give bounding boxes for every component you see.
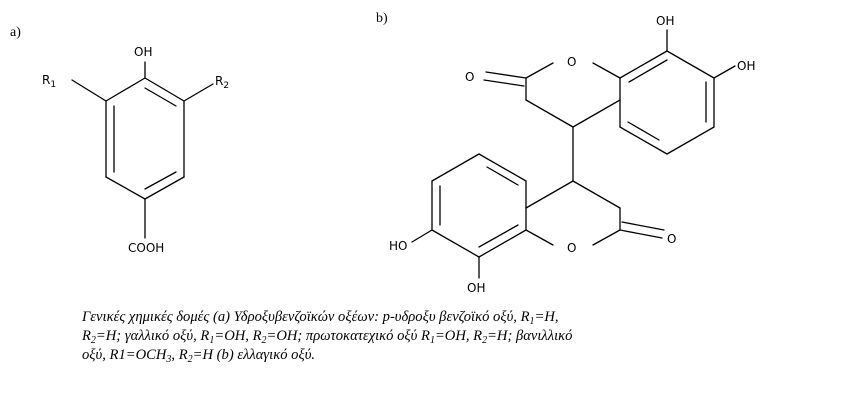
carbonyl-bond	[619, 229, 663, 239]
atom-o-carbonyl-top: O	[465, 70, 474, 84]
bond	[478, 153, 527, 182]
figure-caption: Γενικές χημικές δομές (a) Υδροξυβενζοϊκώ…	[82, 308, 852, 365]
bond	[525, 180, 574, 209]
double-bond	[144, 87, 177, 107]
bond	[431, 153, 480, 182]
atom-cooh: COOH	[128, 241, 164, 255]
panel-a: a) OH R1 R2 COOH	[10, 25, 229, 255]
atom-oh: OH	[134, 45, 152, 59]
double-bond	[627, 121, 660, 141]
caption-line-2: R2=H; γαλλικό οξύ, R1=OH, R2=OH; πρωτοκα…	[82, 328, 573, 346]
bond	[144, 77, 185, 102]
bond	[525, 229, 554, 246]
bond	[666, 126, 715, 155]
hydroxybenzoic-acid-structure	[71, 61, 214, 239]
double-bond	[628, 59, 668, 83]
bond	[525, 62, 554, 79]
panel-a-label: a)	[10, 25, 21, 40]
bond	[619, 50, 668, 79]
bond-r1	[71, 79, 107, 102]
bond	[105, 77, 146, 102]
bond	[431, 229, 480, 258]
atom-o-ring-top: O	[567, 55, 576, 69]
double-bond	[486, 166, 519, 186]
atom-r2: R2	[215, 74, 229, 91]
bond	[144, 176, 185, 200]
caption-line-1: Γενικές χημικές δομές (a) Υδροξυβενζοϊκώ…	[82, 309, 559, 327]
double-bond	[144, 171, 177, 190]
carbonyl-bond	[485, 71, 527, 79]
panel-b-label: b)	[376, 11, 388, 26]
panel-b: b)	[376, 11, 755, 295]
bond	[666, 50, 715, 79]
bond	[105, 176, 146, 200]
bond	[592, 229, 621, 246]
atom-oh-left: HO	[389, 239, 407, 253]
bond	[525, 99, 574, 128]
bond	[478, 229, 527, 258]
bond	[592, 62, 621, 79]
bond	[619, 126, 668, 155]
atom-oh-bottom: OH	[467, 281, 485, 295]
bond	[572, 180, 621, 209]
ellagic-acid-structure	[411, 29, 736, 279]
atom-oh-right: OH	[737, 59, 755, 73]
carbonyl-bond	[621, 221, 665, 231]
bond-oh	[713, 65, 736, 79]
atom-r1: R1	[42, 73, 56, 90]
bond-oh	[411, 229, 433, 243]
caption-line-3: οξύ, R1=OCH3, R2=H (b) ελλαγικό οξύ.	[82, 347, 316, 365]
atom-oh-top: OH	[656, 14, 674, 28]
atom-o-carbonyl-bottom: O	[667, 232, 676, 246]
bond-r2	[183, 83, 214, 102]
double-bond	[478, 224, 519, 248]
bond	[572, 99, 621, 128]
atom-o-ring-bottom: O	[567, 241, 576, 255]
carbonyl-bond	[483, 79, 525, 87]
